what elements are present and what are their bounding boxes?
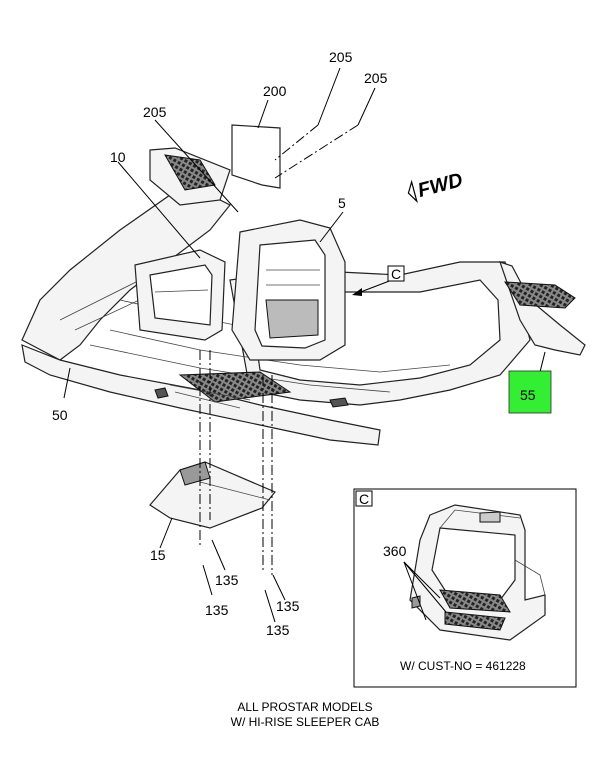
fwd-indicator: FWD (407, 169, 465, 204)
center-console (231, 219, 346, 361)
panel-200 (231, 124, 281, 189)
svg-text:C: C (391, 266, 401, 282)
caption: ALL PROSTAR MODELS W/ HI-RISE SLEEPER CA… (231, 700, 380, 729)
detail-note: W/ CUST-NO = 461228 (400, 659, 526, 673)
callout-135: 135 (215, 572, 239, 588)
callout-55-highlight[interactable]: 55 (508, 370, 552, 414)
detail-view-c: C 360 W/ CUST-NO = 461228 (353, 488, 577, 688)
fastener-lines (199, 350, 273, 575)
callout-135: 135 (276, 598, 300, 614)
callout-205: 205 (143, 104, 167, 120)
detail-ref-box (355, 490, 373, 507)
svg-text:C: C (359, 491, 369, 507)
callout-200: 200 (263, 83, 287, 99)
callout-205: 205 (329, 49, 353, 65)
callout-360: 360 (383, 543, 407, 559)
callout-50: 50 (52, 407, 68, 423)
callout-135: 135 (266, 622, 290, 638)
fwd-arrow-icon (407, 179, 418, 204)
step-plate-15 (149, 461, 276, 529)
callout-135: 135 (205, 602, 229, 618)
callout-10: 10 (110, 149, 126, 165)
leader-lines (63, 67, 546, 623)
caption-line-2: W/ HI-RISE SLEEPER CAB (231, 715, 380, 729)
callouts: 205 205 200 205 10 5 50 15 135 135 135 1… (52, 49, 388, 638)
view-ref-c: C (387, 265, 405, 282)
callout-55: 55 (520, 387, 536, 403)
svg-text:FWD: FWD (415, 169, 465, 202)
storage-bin-10 (134, 249, 226, 341)
bin-360 (409, 504, 546, 641)
callout-15: 15 (150, 547, 166, 563)
caption-line-1: ALL PROSTAR MODELS (237, 700, 372, 714)
highlight-box (508, 370, 552, 414)
callout-5: 5 (338, 195, 346, 211)
callout-205: 205 (364, 70, 388, 86)
